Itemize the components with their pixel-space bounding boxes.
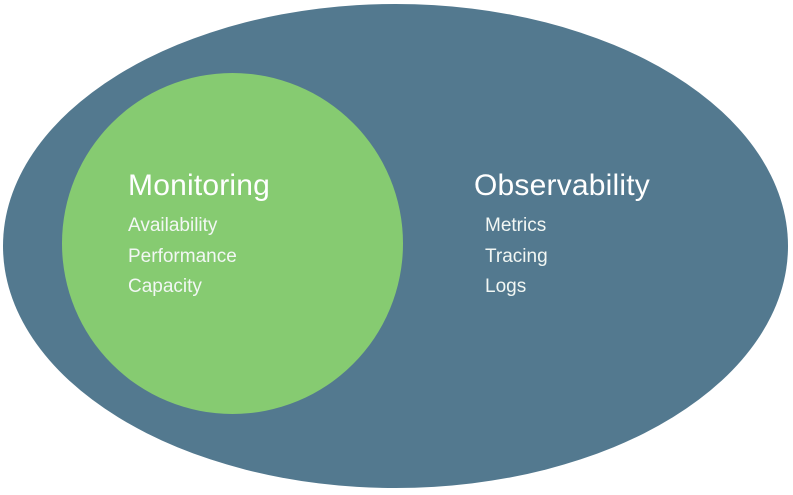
monitoring-item-availability: Availability bbox=[128, 215, 218, 236]
monitoring-item-performance: Performance bbox=[128, 245, 237, 267]
monitoring-item-list: Availability Performance Capacity bbox=[128, 211, 270, 303]
observability-item-logs: Logs bbox=[485, 276, 527, 297]
observability-item-list: Metrics Tracing Logs bbox=[474, 211, 650, 303]
monitoring-item-capacity: Capacity bbox=[128, 276, 202, 297]
observability-item-tracing: Tracing bbox=[485, 245, 548, 267]
observability-title: Observability bbox=[474, 169, 650, 202]
monitoring-circle bbox=[62, 73, 403, 414]
monitoring-label-group: Monitoring Availability Performance Capa… bbox=[128, 168, 270, 303]
observability-label-group: Observability Metrics Tracing Logs bbox=[474, 168, 650, 303]
observability-item-metrics: Metrics bbox=[485, 215, 547, 236]
monitoring-title: Monitoring bbox=[128, 169, 271, 202]
